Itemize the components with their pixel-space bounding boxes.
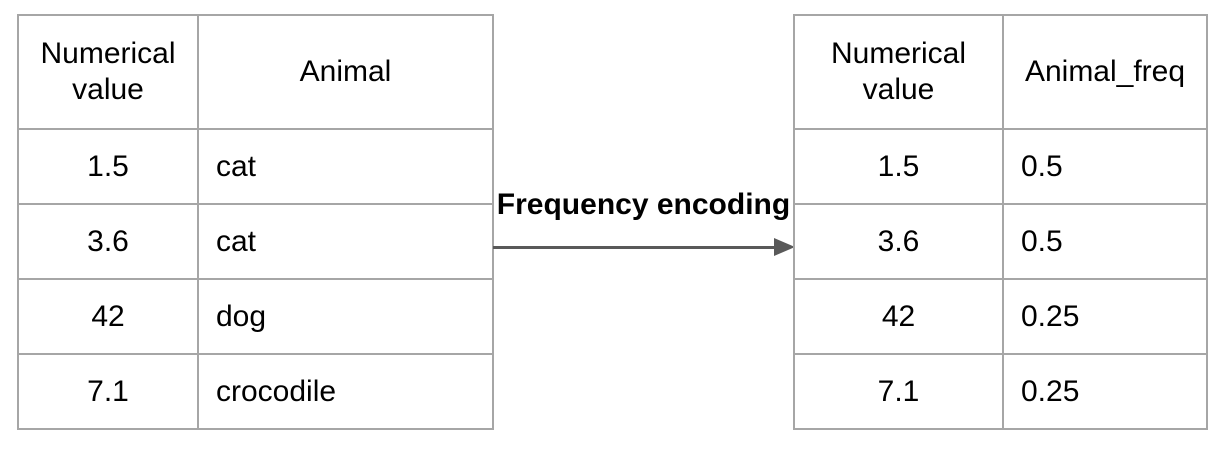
- table-row: 42 0.25: [793, 278, 1208, 355]
- table-cell-animal: cat: [197, 203, 494, 280]
- header-label: Animal: [299, 55, 392, 88]
- arrow-line: [493, 246, 777, 249]
- table-cell-freq: 0.25: [1002, 278, 1208, 355]
- table-cell-animal: crocodile: [197, 353, 494, 430]
- input-header-numerical-value: Numerical value: [17, 14, 199, 130]
- table-row: 7.1 0.25: [793, 353, 1208, 430]
- table-cell-value: 3.6: [17, 203, 199, 280]
- input-table-header-row: Numerical value Animal: [17, 14, 494, 130]
- header-label: Animal_freq: [1024, 55, 1186, 88]
- output-header-numerical-value: Numerical value: [793, 14, 1004, 130]
- table-cell-animal: cat: [197, 128, 494, 205]
- table-cell-value: 1.5: [793, 128, 1004, 205]
- output-header-animal-freq: Animal_freq: [1002, 14, 1208, 130]
- output-table: Numerical value Animal_freq 1.5 0.5 3.6 …: [793, 14, 1208, 430]
- table-row: 3.6 0.5: [793, 203, 1208, 280]
- arrow-right-icon: [774, 238, 795, 256]
- input-table: Numerical value Animal 1.5 cat 3.6 cat 4…: [17, 14, 494, 430]
- table-row: 1.5 0.5: [793, 128, 1208, 205]
- table-cell-value: 1.5: [17, 128, 199, 205]
- table-cell-value: 42: [17, 278, 199, 355]
- table-cell-value: 7.1: [17, 353, 199, 430]
- table-cell-freq: 0.5: [1002, 203, 1208, 280]
- table-row: 7.1 crocodile: [17, 353, 494, 430]
- table-cell-value: 42: [793, 278, 1004, 355]
- table-cell-freq: 0.5: [1002, 128, 1208, 205]
- table-cell-freq: 0.25: [1002, 353, 1208, 430]
- table-row: 1.5 cat: [17, 128, 494, 205]
- frequency-encoding-label: Frequency encoding: [496, 188, 791, 221]
- input-header-animal: Animal: [197, 14, 494, 130]
- table-row: 42 dog: [17, 278, 494, 355]
- output-table-header-row: Numerical value Animal_freq: [793, 14, 1208, 130]
- header-label: Numerical value: [40, 37, 176, 106]
- header-label: Numerical value: [830, 37, 967, 106]
- table-row: 3.6 cat: [17, 203, 494, 280]
- table-cell-value: 3.6: [793, 203, 1004, 280]
- table-cell-animal: dog: [197, 278, 494, 355]
- table-cell-value: 7.1: [793, 353, 1004, 430]
